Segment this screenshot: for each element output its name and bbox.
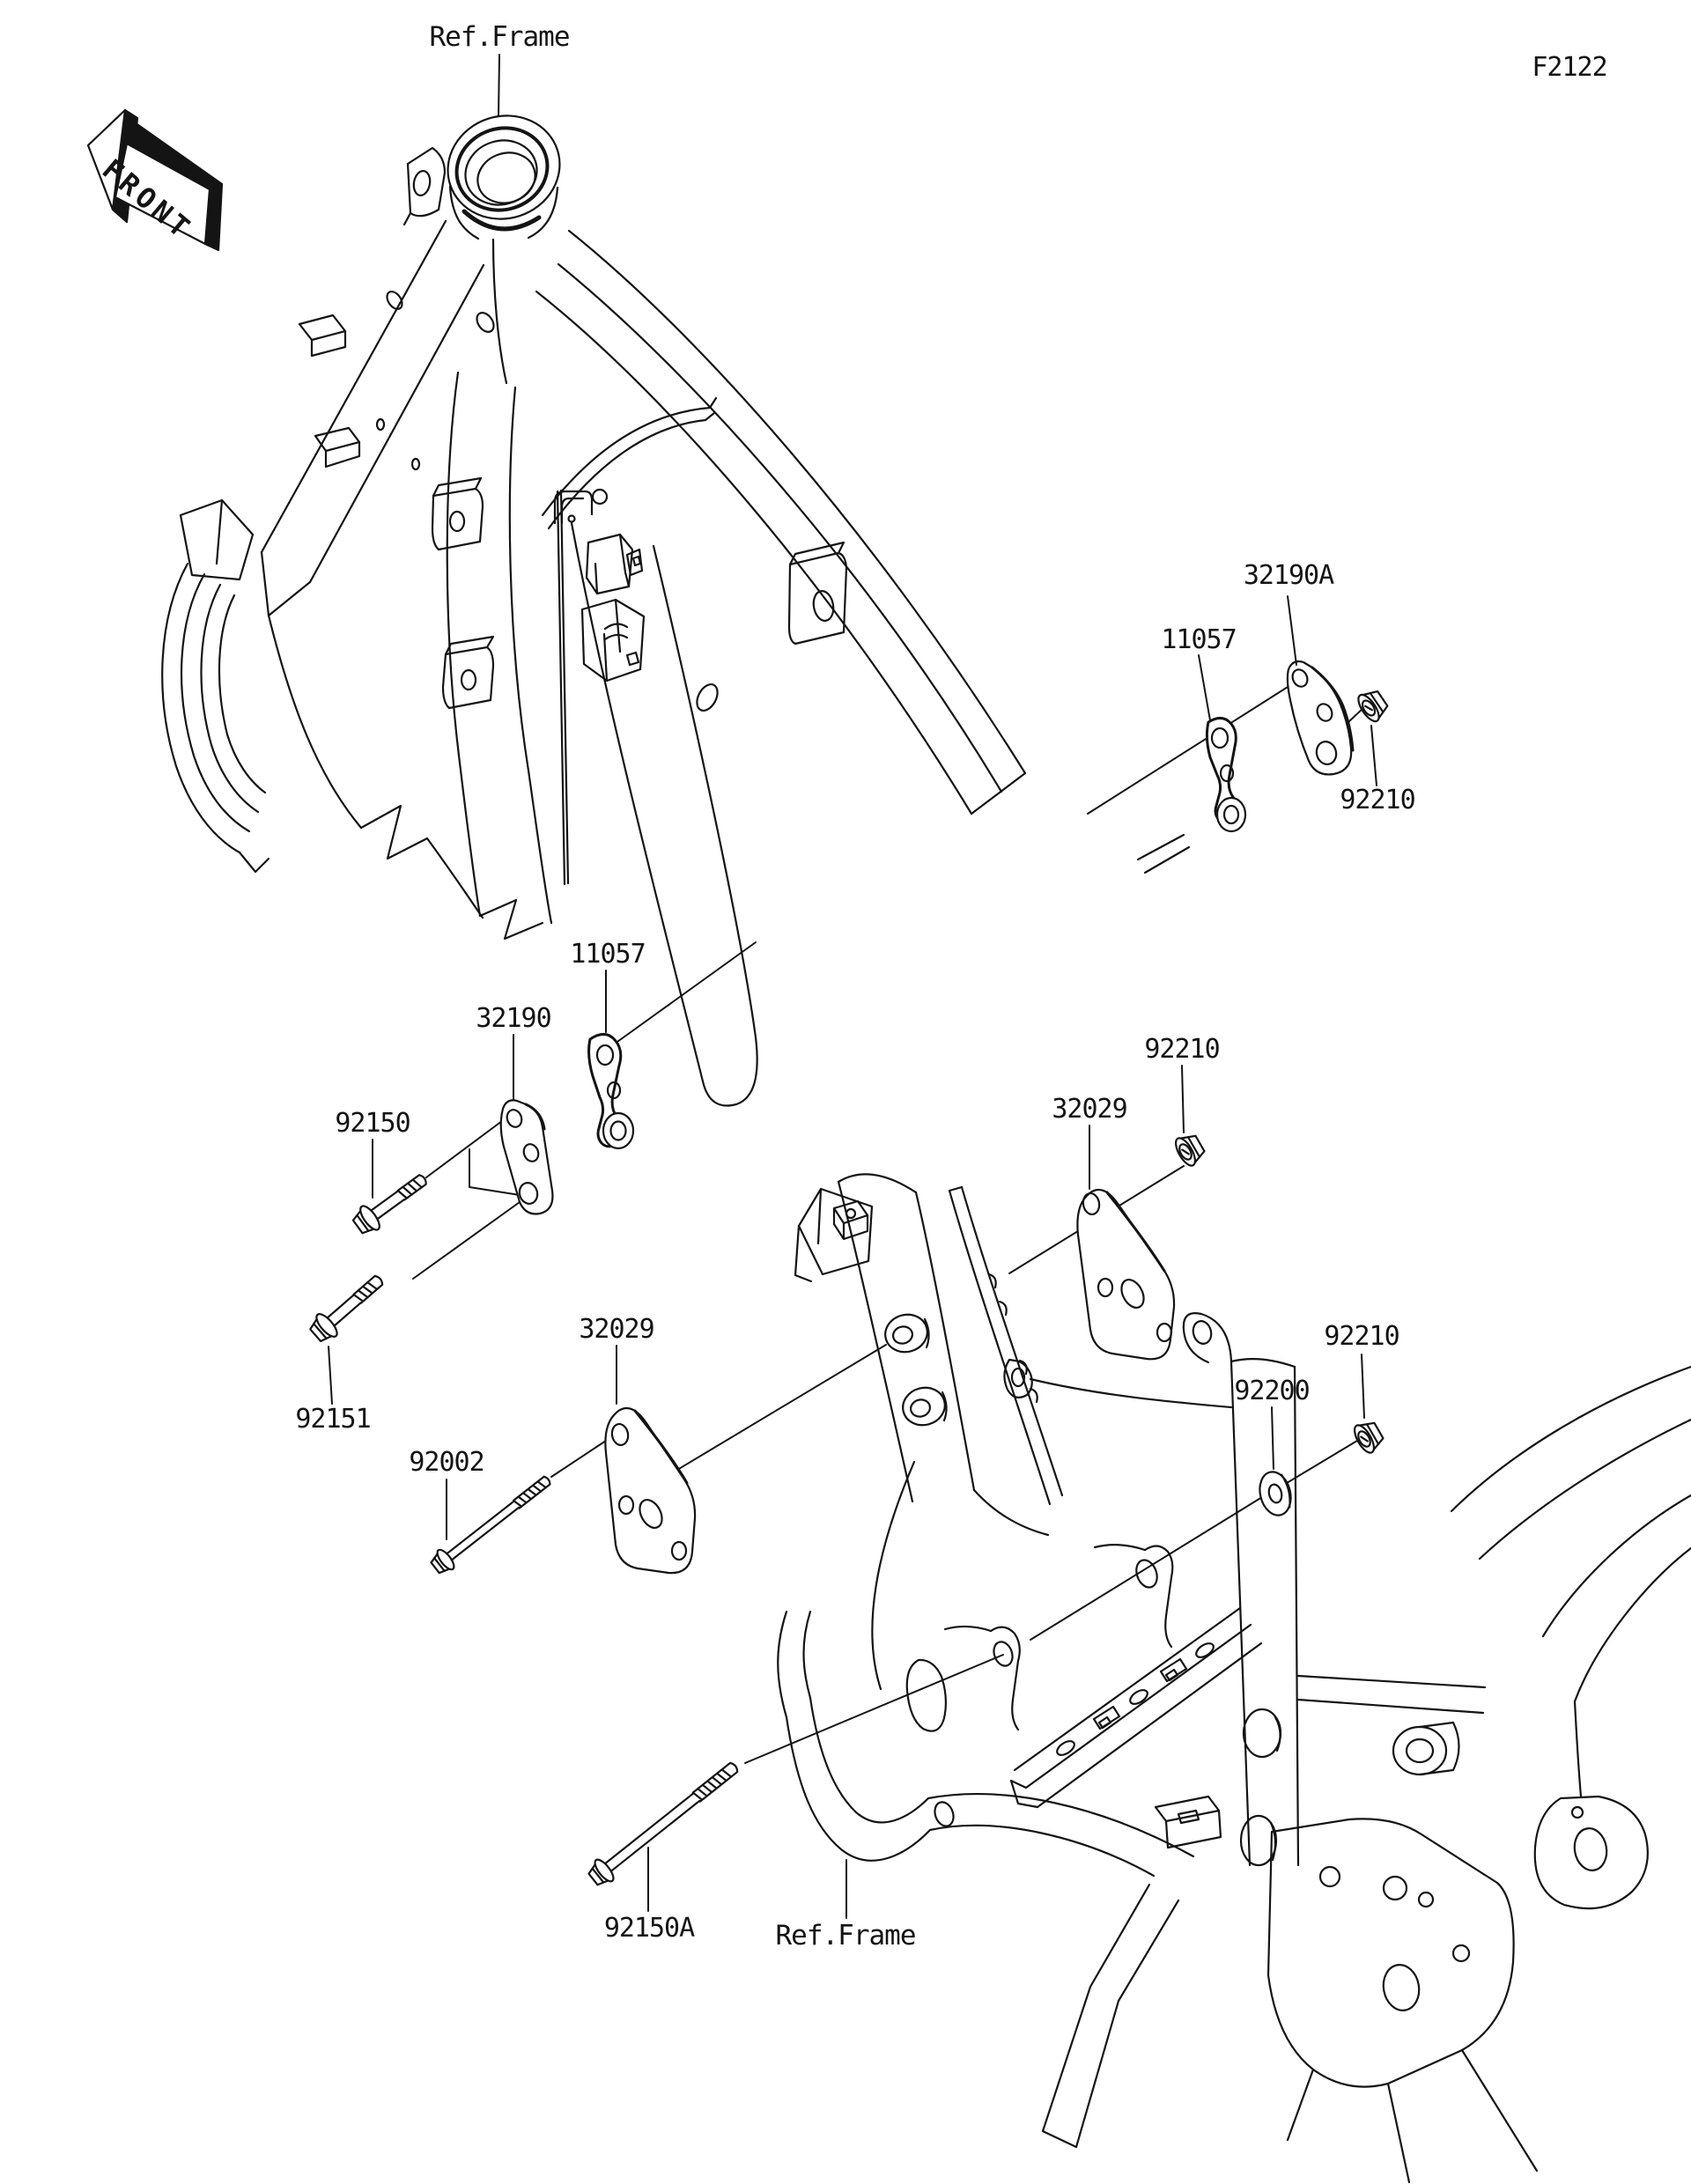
part-label-92210-upper: 92210: [1340, 785, 1415, 815]
fastener-parts: [309, 690, 1389, 1886]
centerline-92150a-to-lug: [744, 1654, 1004, 1764]
centerline-32190-to-92151: [412, 1197, 527, 1280]
tab-11057-mid: [587, 1033, 635, 1150]
part-label-92200: 92200: [1234, 1376, 1310, 1406]
washer-92200: [1259, 1471, 1292, 1516]
head-tube-lug: [402, 146, 447, 226]
leader-32190a: [1287, 595, 1297, 666]
centerline-92210r-to-92200: [1281, 1437, 1362, 1487]
lower-member-extension: [570, 521, 758, 1107]
leader-lines: [328, 54, 1377, 1919]
centerline-92002-to-32029c: [550, 1435, 615, 1478]
bracket-parts: [499, 660, 1355, 1575]
part-label-32029-right: 32029: [1052, 1094, 1127, 1125]
cradle-loop-tube: [777, 1460, 1195, 1878]
bracket-32190a: [1286, 660, 1355, 776]
nut-92210-right: [1354, 1421, 1385, 1454]
part-label-92210-right: 92210: [1324, 1321, 1399, 1352]
part-label-11057-upper: 11057: [1161, 624, 1237, 655]
part-label-92002: 92002: [409, 1447, 484, 1478]
cradle-down-tube: [794, 1173, 1050, 1537]
upper-frame-art: [161, 114, 1191, 1107]
bracket-32190: [499, 1099, 554, 1215]
part-label-32029-center: 32029: [579, 1314, 654, 1345]
leader-92210-mid: [1181, 1065, 1185, 1133]
lower-frame-art: [777, 1173, 1691, 2184]
part-label-92210-mid: 92210: [1144, 1034, 1220, 1065]
centerline-92150-to-32190: [425, 1118, 506, 1178]
part-label-92150: 92150: [335, 1108, 410, 1139]
centerline-jog: [469, 1148, 521, 1196]
leader-92200: [1271, 1406, 1274, 1470]
ref-frame-top-label: Ref.Frame: [429, 21, 571, 53]
bolt-92151: [309, 1274, 384, 1343]
panel-arch: [541, 396, 718, 530]
centerline-11057m-to-frame: [604, 941, 757, 1051]
front-arrow-icon: FRONT: [86, 108, 224, 252]
frame-fittings: [553, 488, 848, 886]
engine-damper-mount: [161, 498, 270, 874]
left-spar: [260, 219, 495, 919]
part-label-92151: 92151: [295, 1404, 371, 1435]
part-label-32190: 32190: [476, 1003, 551, 1034]
front-down-tube: [431, 238, 553, 941]
leader-92151: [328, 1346, 333, 1405]
side-rail: [948, 1185, 1064, 1506]
nut-92210-mid: [1175, 1134, 1206, 1167]
ref-frame-bottom-label: Ref.Frame: [775, 1920, 917, 1952]
seat-rails: [1450, 1365, 1691, 1703]
centerline-92200-to-lug: [1030, 1489, 1274, 1641]
rear-member: [1003, 1312, 1300, 1867]
pivot-area: [1296, 1674, 1649, 1910]
leader-ref-frame-top: [498, 54, 500, 117]
lower-braces: [1041, 1795, 1222, 2149]
nut-92210-upper: [1357, 690, 1389, 723]
slotted-rail: [1009, 1606, 1263, 1809]
leader-92210-right: [1361, 1354, 1365, 1419]
page-code-label: F2122: [1532, 52, 1607, 83]
backbone-spar: [535, 229, 1191, 874]
bracket-32029-center: [604, 1406, 697, 1575]
tab-11057-upper: [1205, 717, 1247, 833]
part-label-11057-mid: 11057: [570, 939, 646, 970]
bolt-92150a: [587, 1761, 739, 1886]
centerline-32190a-to-frame: [1087, 682, 1296, 815]
front-arrow-body-face: [114, 142, 211, 246]
assembly-centerlines: [412, 682, 1366, 1764]
bracket-32029-right: [1076, 1188, 1176, 1361]
bolt-92002: [430, 1475, 551, 1575]
cradle-mount-lugs: [943, 1544, 1174, 1731]
head-tube: [447, 114, 561, 240]
front-arrow-head-face: [86, 108, 127, 211]
bolt-92150: [351, 1174, 427, 1235]
leader-92210-upper: [1370, 725, 1377, 786]
leader-11057-upper: [1198, 654, 1211, 721]
gusset-plate: [1266, 1818, 1539, 2184]
part-label-32190a: 32190A: [1243, 560, 1334, 591]
part-label-92150a: 92150A: [603, 1913, 695, 1944]
